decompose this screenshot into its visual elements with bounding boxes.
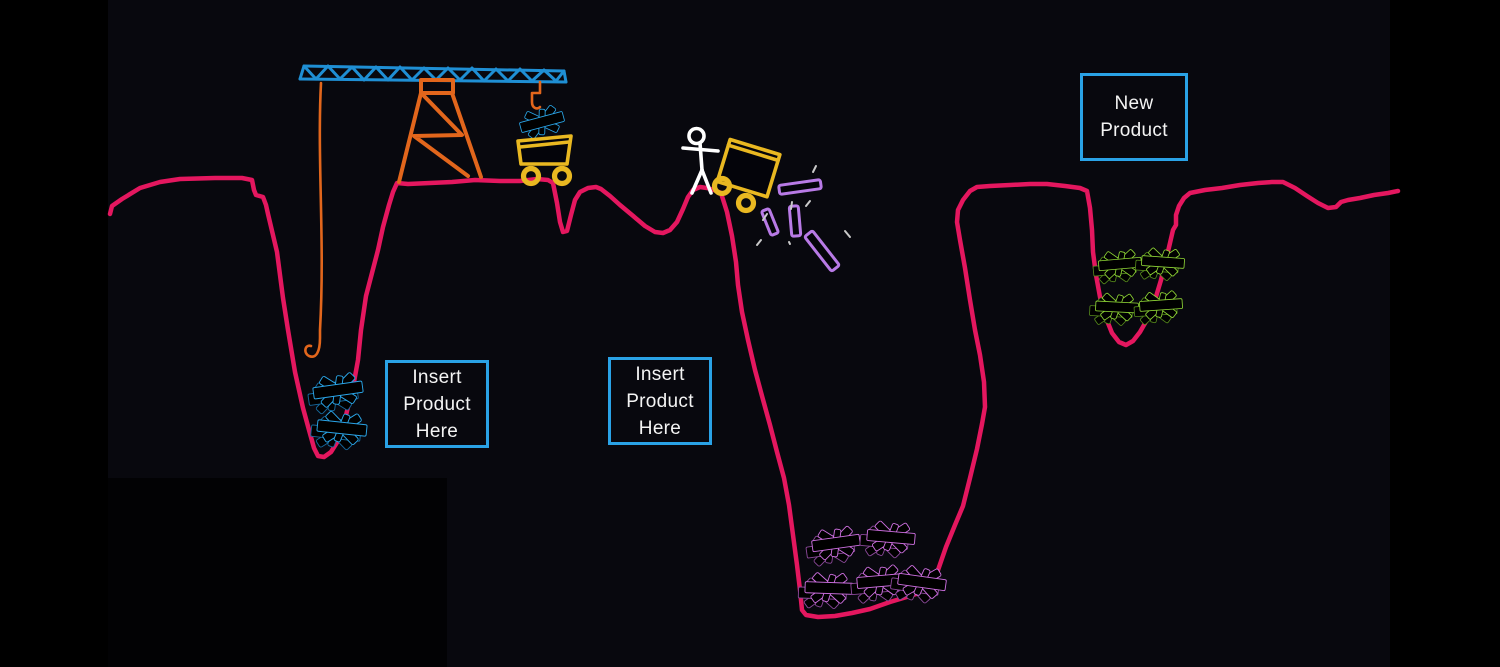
falling-product-bars-icon: [756, 165, 851, 273]
loading-cable-icon: [530, 80, 542, 110]
label-line: Product: [403, 393, 471, 415]
label-line: Product: [1100, 120, 1168, 141]
label-line: New: [1114, 93, 1154, 114]
crane-cable-hook-icon: [304, 81, 324, 358]
insert-product-here-box-middle: Insert Product Here: [608, 357, 712, 445]
label-line: Here: [415, 420, 459, 442]
label-line: Product: [626, 390, 694, 412]
insert-product-here-box-left: Insert Product Here: [385, 360, 489, 448]
label-line: Insert: [635, 363, 685, 385]
mine-cart-loaded-icon: [516, 101, 573, 187]
mine-cart-tipping-icon: [711, 137, 782, 214]
label-line: Here: [638, 417, 682, 439]
background-tint: [108, 0, 1390, 667]
derrick-tower-icon: [397, 78, 483, 184]
stick-figure-icon: [681, 126, 720, 195]
label-line: Insert: [412, 366, 462, 388]
new-product-box: New Product: [1080, 73, 1188, 161]
